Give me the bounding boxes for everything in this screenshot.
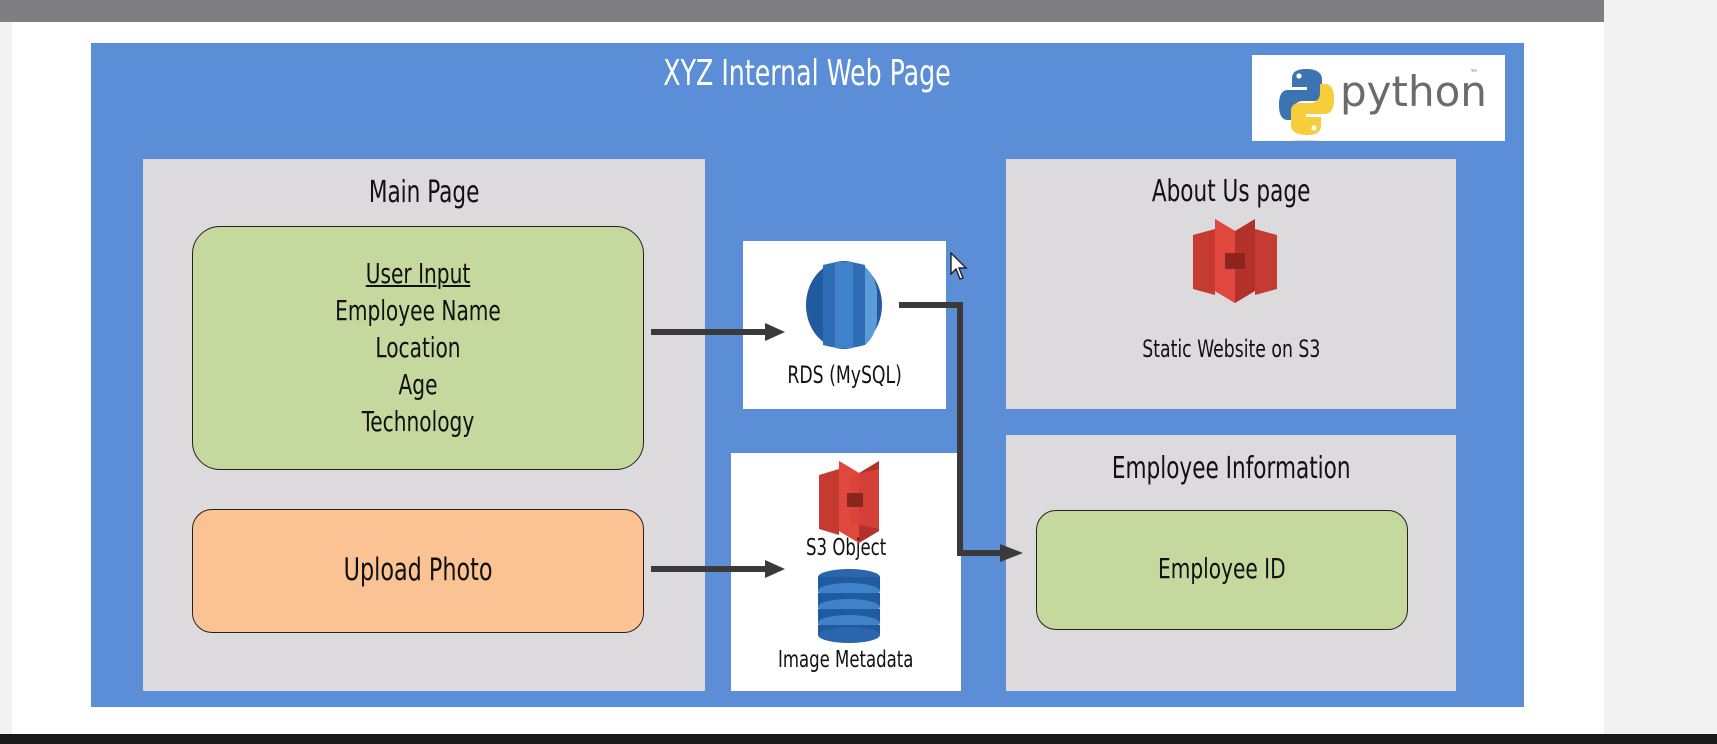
rds-database-icon <box>806 261 882 349</box>
employee-info-title: Employee Information <box>1111 451 1351 486</box>
python-logo: python ™ <box>1252 55 1505 146</box>
rds-box: RDS (MySQL) <box>743 241 946 409</box>
mouse-cursor-icon <box>950 252 968 280</box>
bottom-bar <box>0 734 1717 744</box>
connector-arrows <box>651 302 1023 578</box>
s3-object-label: S3 Object <box>805 535 887 561</box>
field-employee-name: Employee Name <box>335 294 501 327</box>
about-us-caption: Static Website on S3 <box>1141 335 1321 363</box>
user-input-box: User Input Employee Name Location Age Te… <box>192 226 644 470</box>
about-us-title: About Us page <box>1151 174 1311 209</box>
diagram-title: XYZ Internal Web Page <box>663 53 951 94</box>
right-margin <box>1604 0 1717 734</box>
window-top-bar <box>0 0 1604 22</box>
storage-icons <box>818 461 880 643</box>
main-page-panel: Main Page User Input Employee Name Locat… <box>143 159 705 691</box>
about-us-panel: About Us page Static Website on S3 <box>1006 159 1456 409</box>
upload-photo-box: Upload Photo <box>192 509 644 633</box>
employee-id-label: Employee ID <box>1158 552 1286 585</box>
employee-id-box: Employee ID <box>1036 510 1408 630</box>
user-input-heading: User Input <box>365 257 471 290</box>
s3-bucket-icon <box>819 461 879 543</box>
main-page-title: Main Page <box>368 175 480 210</box>
python-logo-text: python <box>1340 67 1487 116</box>
rds-label: RDS (MySQL) <box>787 361 902 389</box>
upload-photo-label: Upload Photo <box>343 552 493 588</box>
field-age: Age <box>398 368 438 401</box>
field-technology: Technology <box>361 405 475 438</box>
s3-bucket-icon <box>1193 219 1277 303</box>
architecture-diagram: XYZ Internal Web Page python ™ Main Page… <box>91 43 1524 707</box>
field-location: Location <box>375 331 461 364</box>
image-metadata-label: Image Metadata <box>778 647 914 673</box>
trademark-mark: ™ <box>1470 69 1479 79</box>
arrow-rds-to-employee-info <box>899 302 1002 556</box>
image-metadata-icon <box>818 569 880 643</box>
employee-info-panel: Employee Information Employee ID <box>1006 435 1456 691</box>
